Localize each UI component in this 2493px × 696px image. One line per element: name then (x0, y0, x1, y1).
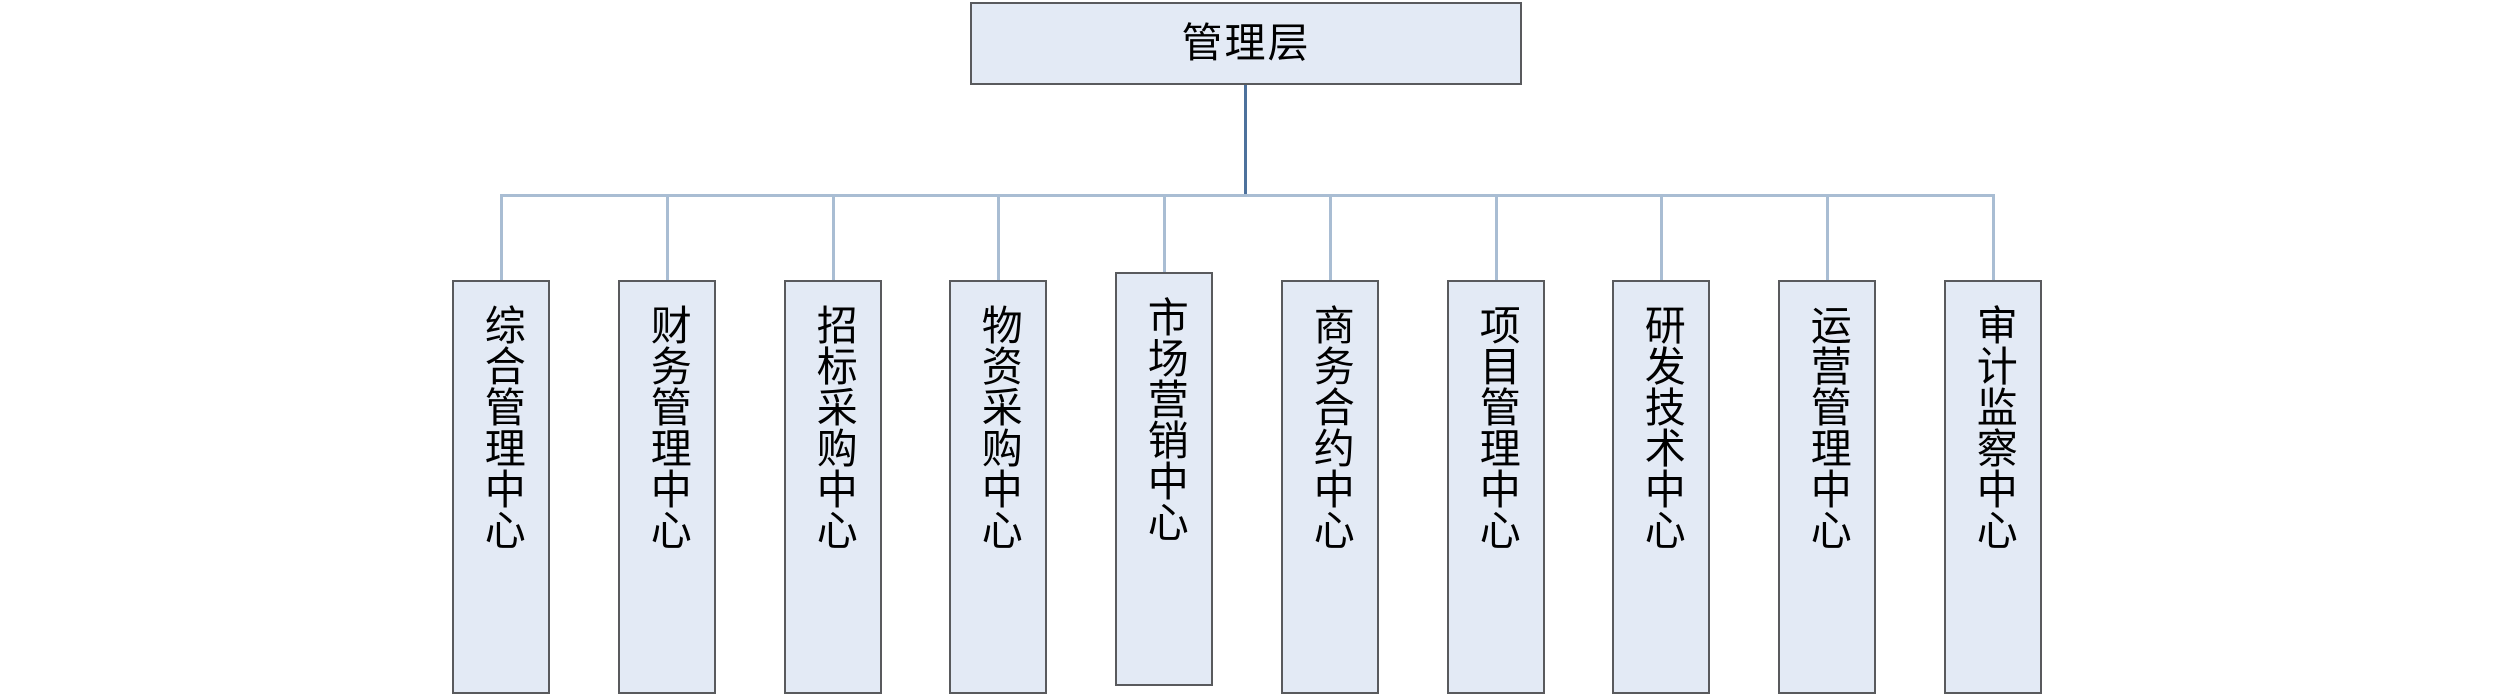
node-label: 审计监察中心 (1970, 304, 2017, 550)
connector-drop-9 (1826, 194, 1829, 282)
node-audit-supervision-center[interactable]: 审计监察中心 (1944, 280, 2042, 694)
connector-drop-6 (1329, 194, 1332, 282)
node-label: 商务合约中心 (1307, 304, 1354, 550)
connector-drop-1 (500, 194, 503, 282)
connector-drop-8 (1660, 194, 1663, 282)
node-finance-management-center[interactable]: 财务管理中心 (618, 280, 716, 694)
node-label: 招标采购中心 (810, 304, 857, 550)
connector-drop-4 (997, 194, 1000, 282)
node-label: 运营管理中心 (1804, 304, 1851, 550)
node-label: 研发技术中心 (1638, 304, 1685, 550)
node-business-contract-center[interactable]: 商务合约中心 (1281, 280, 1379, 694)
node-rnd-technology-center[interactable]: 研发技术中心 (1612, 280, 1710, 694)
node-label: 物资采购中心 (975, 304, 1022, 550)
node-operations-management-center[interactable]: 运营管理中心 (1778, 280, 1876, 694)
node-project-management-center[interactable]: 项目管理中心 (1447, 280, 1545, 694)
node-materials-procurement-center[interactable]: 物资采购中心 (949, 280, 1047, 694)
node-marketing-center[interactable]: 市场营销中心 (1115, 272, 1213, 686)
connector-drop-3 (832, 194, 835, 282)
connector-drop-5 (1163, 194, 1166, 274)
node-label: 项目管理中心 (1473, 304, 1520, 550)
node-label: 综合管理中心 (478, 304, 525, 550)
connector-drop-10 (1992, 194, 1995, 282)
connector-drop-7 (1495, 194, 1498, 282)
node-management-layer[interactable]: 管理层 (970, 2, 1522, 85)
connector-root-trunk (1244, 84, 1247, 196)
connector-horizontal-bus (500, 194, 1994, 197)
node-comprehensive-management-center[interactable]: 综合管理中心 (452, 280, 550, 694)
node-bidding-procurement-center[interactable]: 招标采购中心 (784, 280, 882, 694)
node-label: 财务管理中心 (644, 304, 691, 550)
node-label: 市场营销中心 (1141, 296, 1188, 542)
connector-drop-2 (666, 194, 669, 282)
node-label: 管理层 (1181, 20, 1311, 66)
